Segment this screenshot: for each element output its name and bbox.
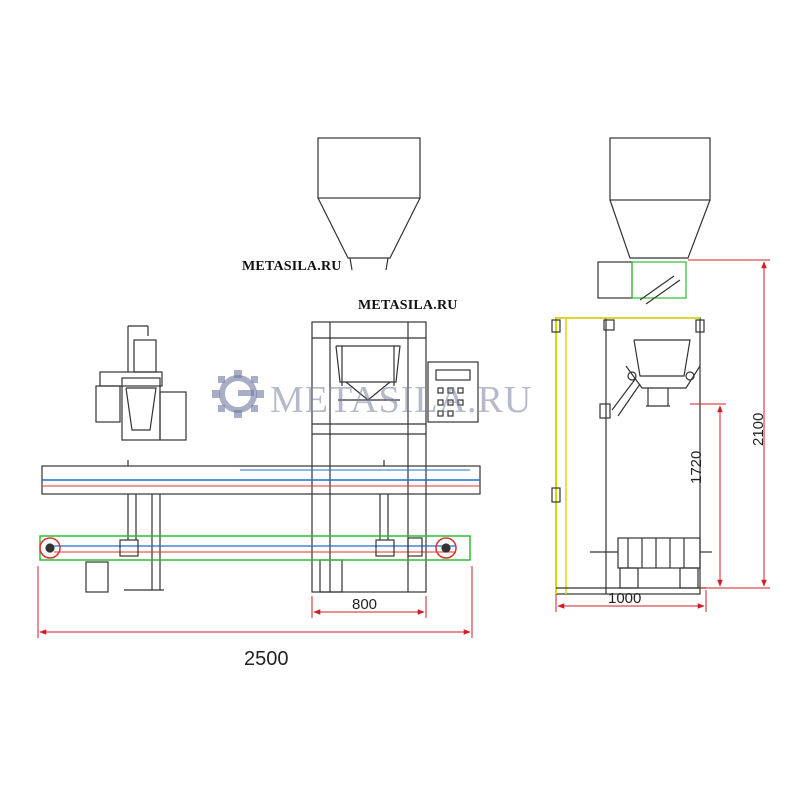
front-dimension-lines [37, 566, 473, 638]
sewing-stand [85, 494, 389, 593]
dimension-frame-width-front: 800 [352, 596, 378, 613]
conveyor-roller-left [39, 537, 61, 559]
conveyor-roller-right [435, 537, 457, 559]
watermark-large: METASILA.RU [270, 379, 533, 421]
side-hopper [597, 137, 711, 305]
sewing-machine [95, 325, 187, 441]
dimension-discharge-height: 1720 [688, 450, 705, 484]
side-dimension-lines [555, 259, 770, 612]
side-conveyor [556, 537, 712, 589]
upper-beam [41, 460, 481, 495]
watermark-small-2: METASILA.RU [358, 298, 458, 313]
front-hopper [317, 137, 421, 271]
lower-conveyor [39, 535, 471, 561]
dimension-frame-width-side: 1000 [608, 590, 642, 607]
side-view [551, 137, 712, 595]
metasila-gear-logo-icon [212, 370, 264, 418]
front-view [39, 137, 481, 593]
dimension-overall-length: 2500 [244, 648, 289, 670]
front-frame [311, 321, 427, 593]
side-frame [551, 317, 705, 595]
side-weigh-clamp [625, 339, 701, 407]
control-box [427, 361, 479, 423]
watermark-small-1: METASILA.RU [242, 259, 342, 274]
dimension-total-height: 2100 [750, 412, 767, 446]
